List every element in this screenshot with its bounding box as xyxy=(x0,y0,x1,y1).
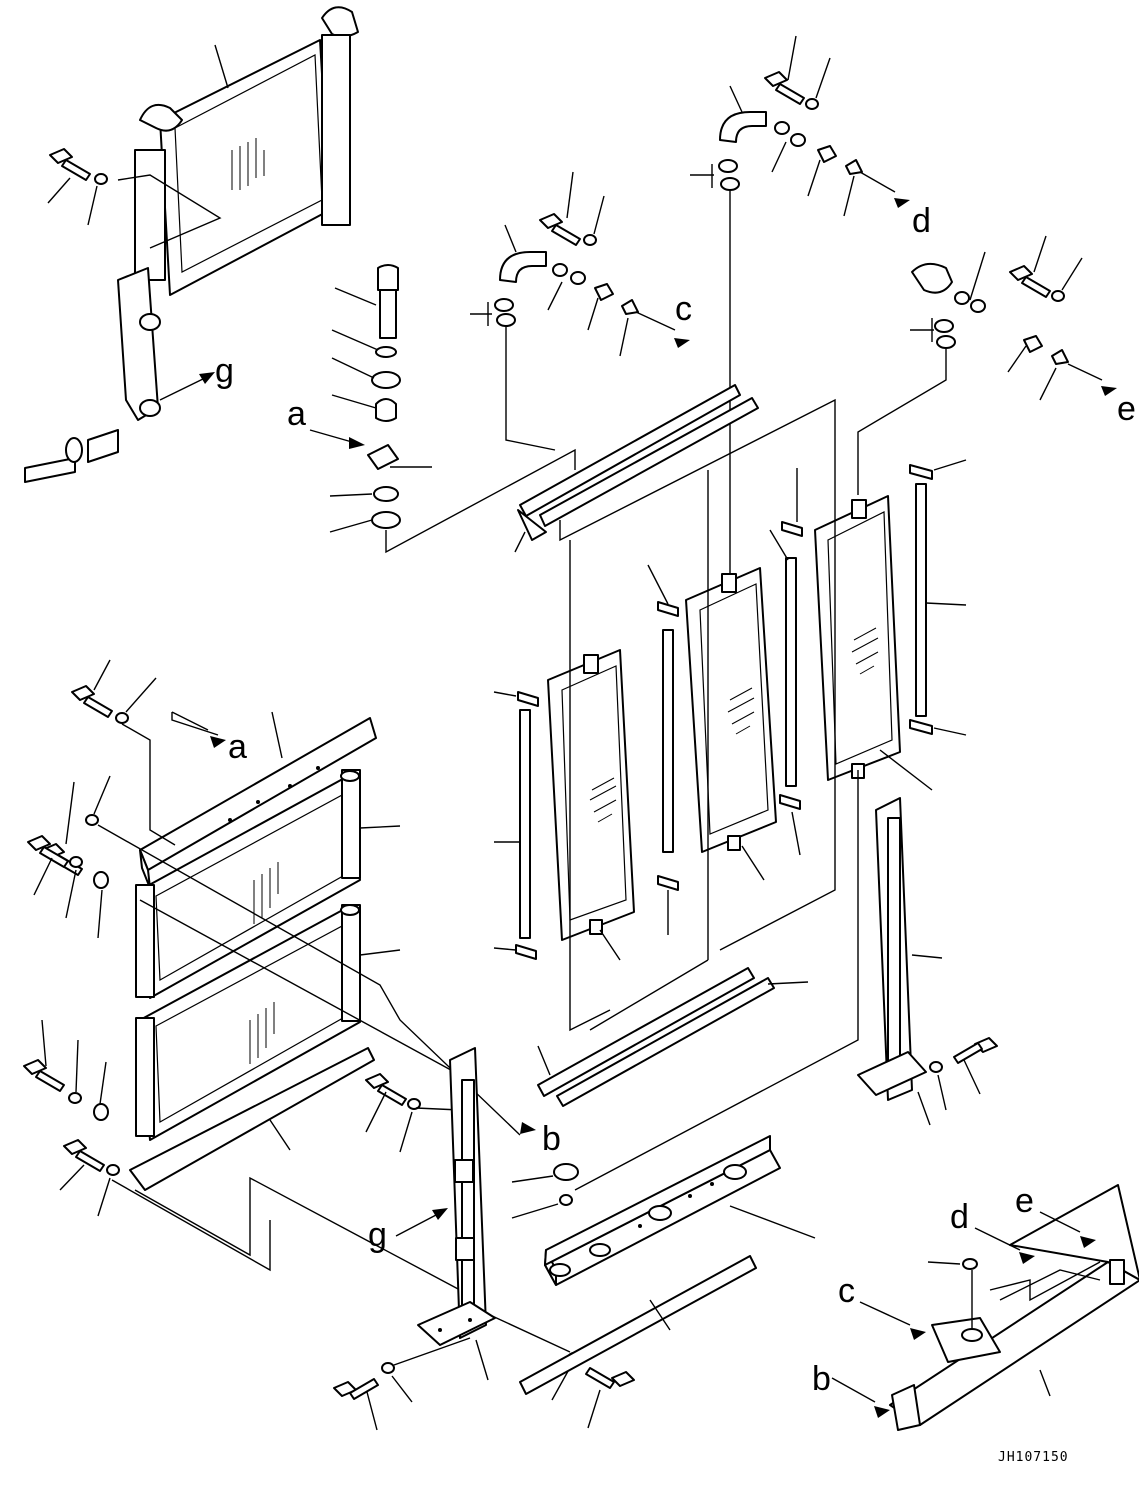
label-c-top: c xyxy=(675,290,692,328)
label-c-bottom: c xyxy=(838,1272,855,1310)
label-a-center: a xyxy=(287,395,306,433)
hose-clamp-group-c xyxy=(470,171,690,451)
label-b-bottom: b xyxy=(812,1360,831,1398)
label-g-center: g xyxy=(368,1216,387,1254)
drawing-code: JH107150 xyxy=(998,1450,1069,1465)
label-e-top: e xyxy=(1117,390,1136,428)
label-d-bottom: d xyxy=(950,1198,969,1236)
left-bolts-and-washers xyxy=(23,659,536,1217)
label-d-top: d xyxy=(912,202,931,240)
bottom-right-frame xyxy=(831,1184,1139,1431)
bracket-pin-assembly xyxy=(24,267,215,483)
lower-angle-bar xyxy=(519,1255,757,1395)
oil-cooler-lower xyxy=(135,904,401,1141)
mount-hardware-stack xyxy=(309,264,576,554)
vertical-seals-and-spacers xyxy=(493,459,967,960)
label-b-center: b xyxy=(542,1120,561,1158)
hose-clamp-group-d xyxy=(690,35,910,580)
aftercooler-assembly xyxy=(117,6,359,296)
oil-cooler-upper xyxy=(135,769,401,999)
bottom-bolts xyxy=(333,1314,635,1431)
lower-seal-strips xyxy=(537,470,859,1191)
label-g-top: g xyxy=(215,352,234,390)
radiator-core-right xyxy=(814,495,933,791)
center-support-post xyxy=(395,1047,496,1381)
hose-clamp-group-e xyxy=(857,235,1117,495)
bolt-washer-top-left xyxy=(47,148,108,226)
top-plate-frame xyxy=(139,711,377,889)
radiator-core-middle xyxy=(685,567,777,881)
left-routing-lines xyxy=(111,899,461,1291)
label-a-left: a xyxy=(228,728,247,766)
label-e-bottom: e xyxy=(1015,1182,1034,1220)
right-support-post xyxy=(857,797,943,1126)
lower-cross-member xyxy=(544,1135,816,1286)
right-bolt-washer xyxy=(929,1037,998,1111)
upper-seal-strips xyxy=(514,384,836,553)
radiator-core-left xyxy=(547,649,635,961)
bottom-angle-bracket xyxy=(129,1047,375,1191)
cushion-parts xyxy=(511,1163,579,1219)
